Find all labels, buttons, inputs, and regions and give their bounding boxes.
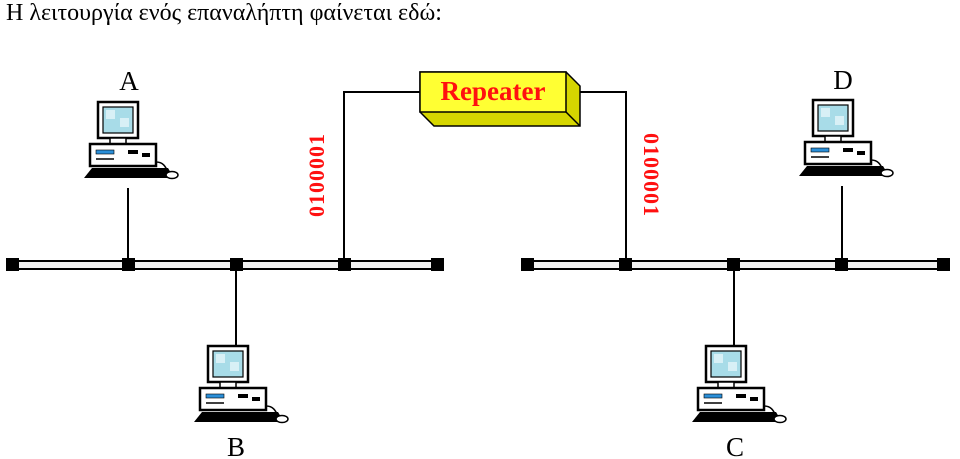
bus-node-a bbox=[122, 258, 135, 271]
left-bus-cable bbox=[11, 260, 439, 270]
caption: Η λειτουργία ενός επαναλήπτη φαίνεται εδ… bbox=[6, 0, 442, 26]
station-c: C bbox=[690, 344, 788, 459]
repeater-box: Repeater bbox=[419, 71, 581, 127]
computer-icon bbox=[192, 344, 290, 424]
station-b: B bbox=[192, 344, 290, 459]
computer-icon bbox=[690, 344, 788, 424]
repeater-link-left bbox=[343, 91, 420, 265]
station-a-label: A bbox=[119, 66, 139, 96]
station-d-label: D bbox=[833, 65, 853, 95]
bus-node-repeater-left bbox=[338, 258, 351, 271]
bus-terminator-left-start bbox=[6, 258, 19, 271]
station-b-label: B bbox=[227, 432, 245, 459]
station-c-label: C bbox=[726, 432, 744, 459]
station-d: D bbox=[797, 65, 895, 178]
left-bit-stream: 0100001 bbox=[304, 133, 329, 217]
bus-terminator-right-end bbox=[937, 258, 950, 271]
computer-icon bbox=[797, 98, 895, 178]
bus-terminator-right-start bbox=[521, 258, 534, 271]
repeater-label: Repeater bbox=[441, 76, 546, 106]
computer-icon bbox=[82, 100, 180, 180]
bus-node-b bbox=[230, 258, 243, 271]
station-a: A bbox=[82, 66, 180, 180]
bus-node-c bbox=[727, 258, 740, 271]
bus-node-d bbox=[835, 258, 848, 271]
repeater-link-right bbox=[580, 91, 627, 265]
bus-node-repeater-right bbox=[619, 258, 632, 271]
right-bit-stream: 0100001 bbox=[639, 133, 664, 217]
bus-terminator-left-end bbox=[431, 258, 444, 271]
